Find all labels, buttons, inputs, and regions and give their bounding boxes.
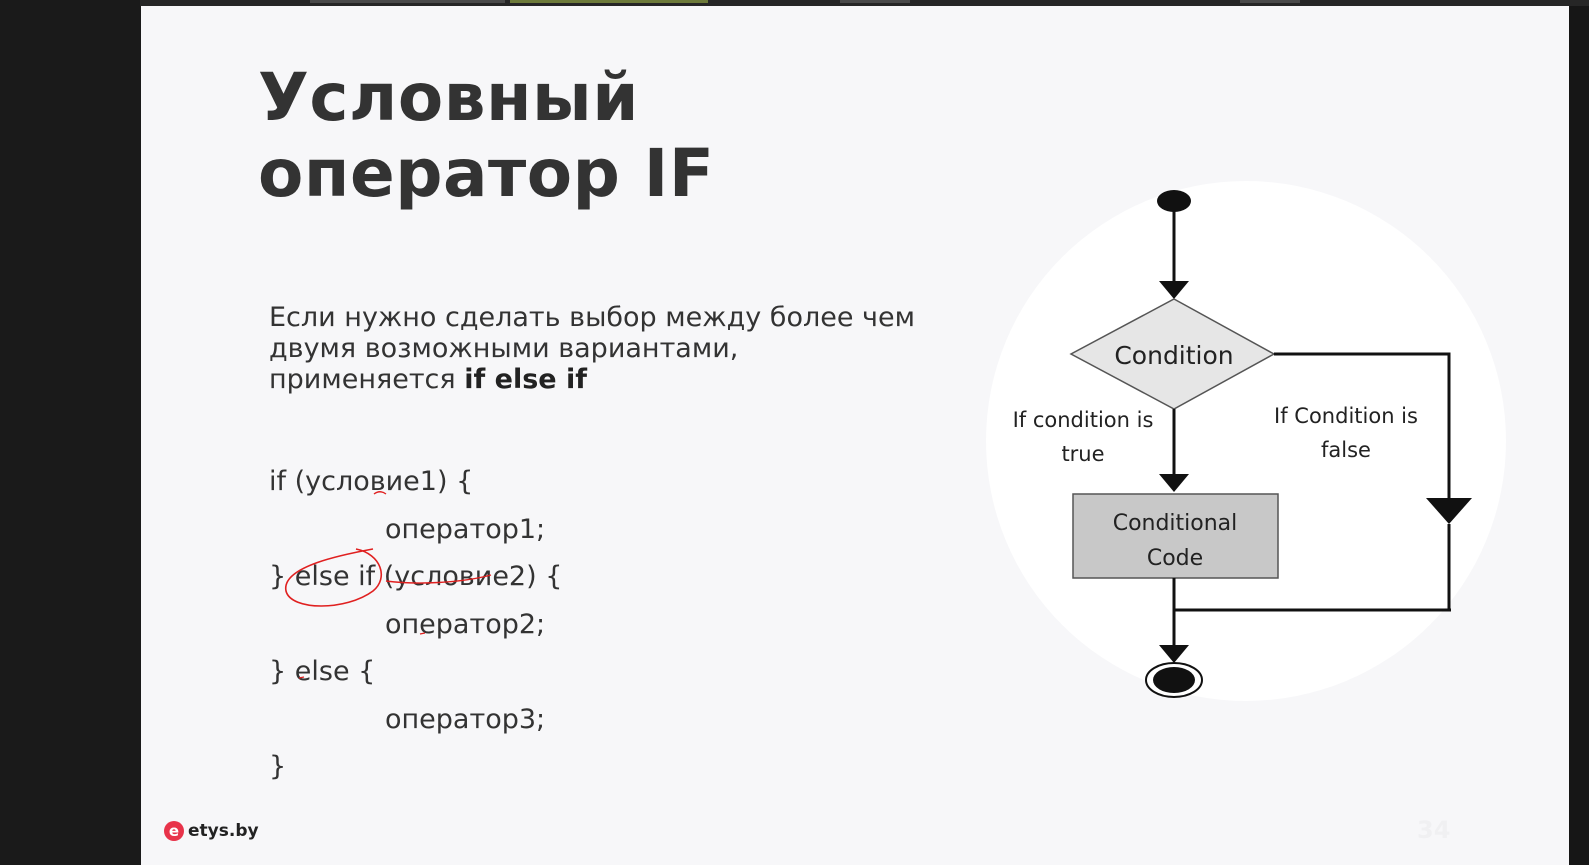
start-node	[1157, 190, 1191, 212]
false-label-line-1: If Condition is	[1274, 404, 1418, 428]
title-line-1: Условный	[258, 59, 639, 136]
code-line-1: if (условие1) {	[269, 466, 474, 497]
thumbnail[interactable]	[1240, 0, 1300, 3]
intro-keyword: if else if	[464, 364, 587, 395]
logo-text: etys.by	[188, 821, 259, 841]
end-node	[1153, 667, 1195, 693]
flowchart-background	[986, 181, 1506, 701]
true-label-line-2: true	[1061, 442, 1104, 466]
condition-label: Condition	[1114, 341, 1233, 370]
arrowhead-false	[1426, 498, 1472, 524]
code-line-4: оператор2;	[385, 608, 546, 640]
code-line-6: оператор3;	[385, 703, 546, 735]
title-line-2: оператор IF	[258, 135, 715, 212]
presentation-slide: Условный оператор IF Если нужно сделать …	[141, 6, 1569, 865]
code-label-line-1: Conditional	[1113, 511, 1238, 536]
arrowhead-condition	[1159, 281, 1189, 299]
thumbnail[interactable]	[310, 0, 505, 3]
conditional-code-box	[1072, 493, 1279, 579]
code-label-line-2: Code	[1147, 546, 1203, 571]
arrowhead-true	[1159, 474, 1189, 492]
etys-logo: e etys.by	[164, 821, 259, 841]
intro-line-3-prefix: применяется	[269, 364, 465, 395]
code-line-3: } else if (условие2) {	[269, 561, 563, 592]
intro-line-3: применяется if else if	[269, 364, 969, 395]
code-line-2: оператор1;	[385, 513, 546, 545]
code-line-5: } else {	[269, 656, 376, 687]
intro-line-2: двумя возможными вариантами,	[269, 333, 739, 364]
false-label-line-2: false	[1321, 438, 1371, 462]
logo-mark: e	[164, 821, 184, 841]
code-example: if (условие1) { оператор1; } else if (ус…	[269, 458, 562, 791]
thumbnail[interactable]	[840, 0, 910, 3]
slide-page-number: 34	[1417, 816, 1451, 844]
true-label-line-1: If condition is	[1013, 408, 1154, 432]
if-flowchart: Condition If condition is true Condition…	[1013, 190, 1472, 698]
intro-text: Если нужно сделать выбор между более чем…	[269, 302, 969, 395]
slide-title: Условный оператор IF	[258, 60, 714, 212]
code-line-7: }	[269, 751, 287, 782]
arrowhead-end	[1159, 645, 1189, 663]
intro-line-1: Если нужно сделать выбор между более чем	[269, 302, 915, 333]
right-edge-bar	[1569, 6, 1589, 865]
thumbnail-active[interactable]	[510, 0, 708, 3]
thumbnail-strip	[140, 0, 1589, 6]
arrow-false-branch	[1274, 352, 1451, 498]
